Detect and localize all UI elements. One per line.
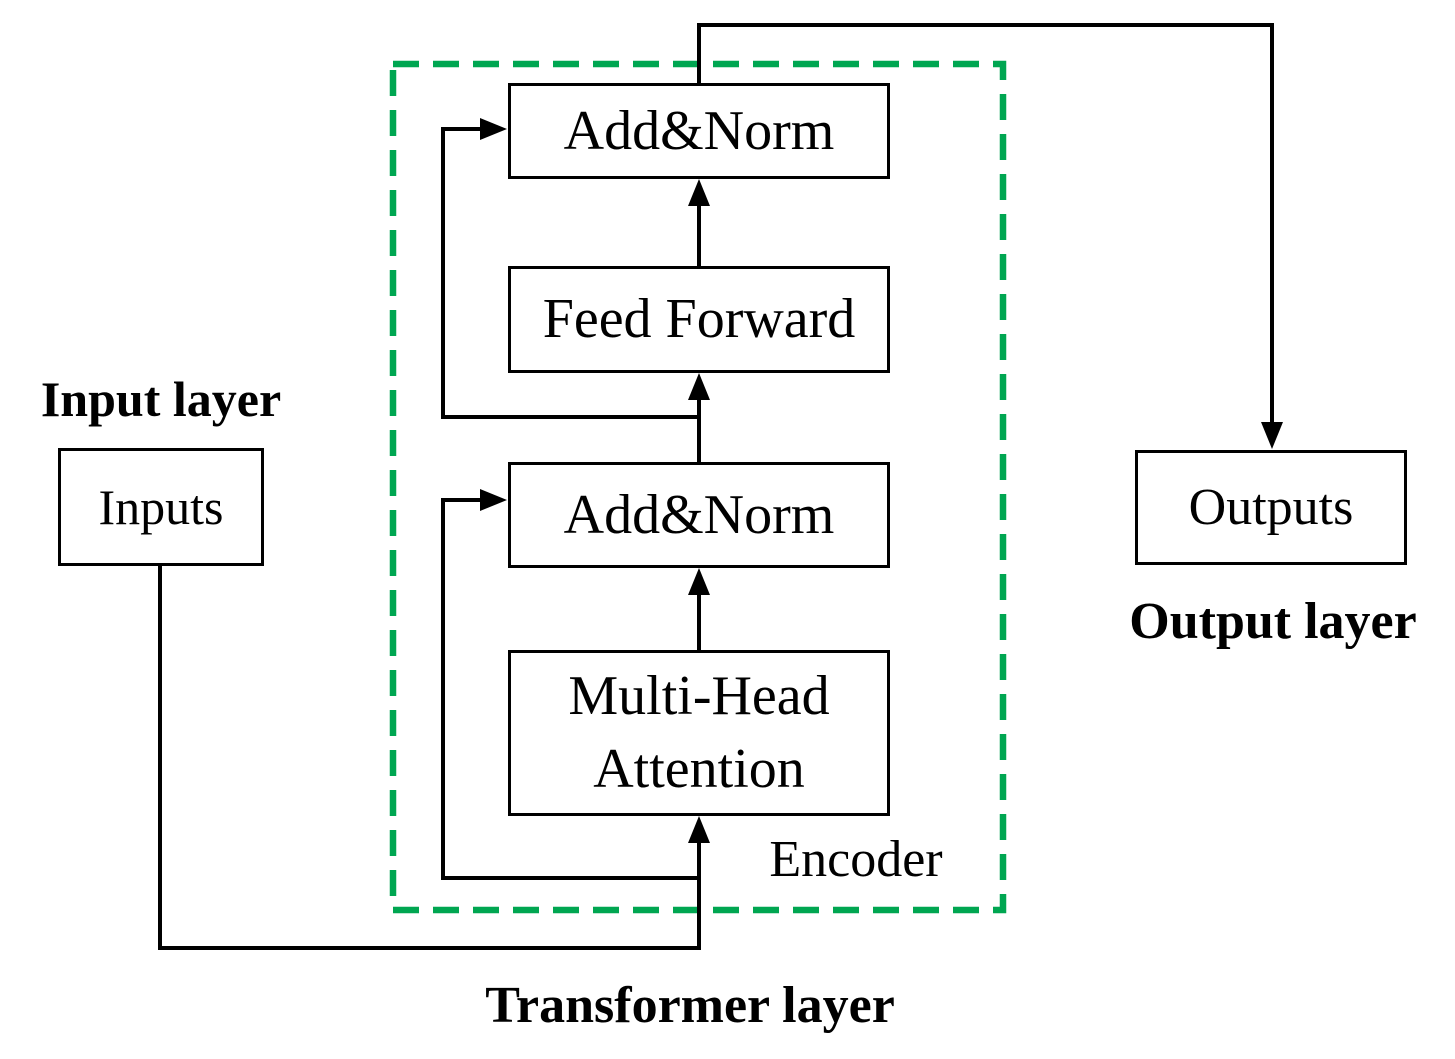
residual-connector-to-add-norm-upper: [441, 118, 699, 419]
transformer-layer-label: Transformer layer: [485, 977, 895, 1034]
node-label: Feed Forward: [542, 288, 856, 351]
node-label: Inputs: [98, 478, 224, 535]
node-label-line2: Attention: [593, 738, 805, 800]
connector-line: [441, 498, 699, 880]
node-outputs: Outputs: [1135, 450, 1407, 565]
node-label: Add&Norm: [563, 99, 835, 162]
arrowhead: [688, 179, 710, 206]
node-add-norm-upper: Add&Norm: [508, 83, 890, 179]
arrowhead: [688, 568, 710, 595]
connector-line: [158, 566, 701, 950]
connector-line: [441, 127, 699, 419]
connector-add-norm-upper-to-outputs: [697, 23, 1283, 449]
arrowhead: [480, 489, 507, 511]
encoder-label: Encoder: [769, 831, 943, 888]
arrowhead: [1261, 422, 1283, 449]
node-multi-head-attention: Multi-Head Attention: [508, 650, 890, 816]
connector-feed-forward-to-add-norm-upper: [688, 179, 710, 266]
connector-multi-head-attention-to-add-norm-lower: [688, 568, 710, 650]
arrowhead: [480, 118, 507, 140]
input-layer-label: Input layer: [40, 371, 282, 427]
node-add-norm-lower: Add&Norm: [508, 462, 890, 568]
node-label-line1: Multi-Head: [568, 665, 830, 728]
connector-line: [697, 23, 1274, 422]
connector-add-norm-lower-to-feed-forward: [688, 373, 710, 462]
arrowhead: [688, 373, 710, 400]
node-feed-forward: Feed Forward: [508, 266, 890, 373]
arrowhead: [688, 816, 710, 843]
node-label: Outputs: [1188, 478, 1354, 536]
connector-inputs-to-multi-head-attention: [158, 566, 710, 950]
output-layer-label: Output layer: [1129, 593, 1417, 650]
residual-connector-to-add-norm-lower: [441, 489, 699, 880]
node-label: Add&Norm: [563, 483, 835, 546]
node-inputs: Inputs: [58, 448, 264, 566]
